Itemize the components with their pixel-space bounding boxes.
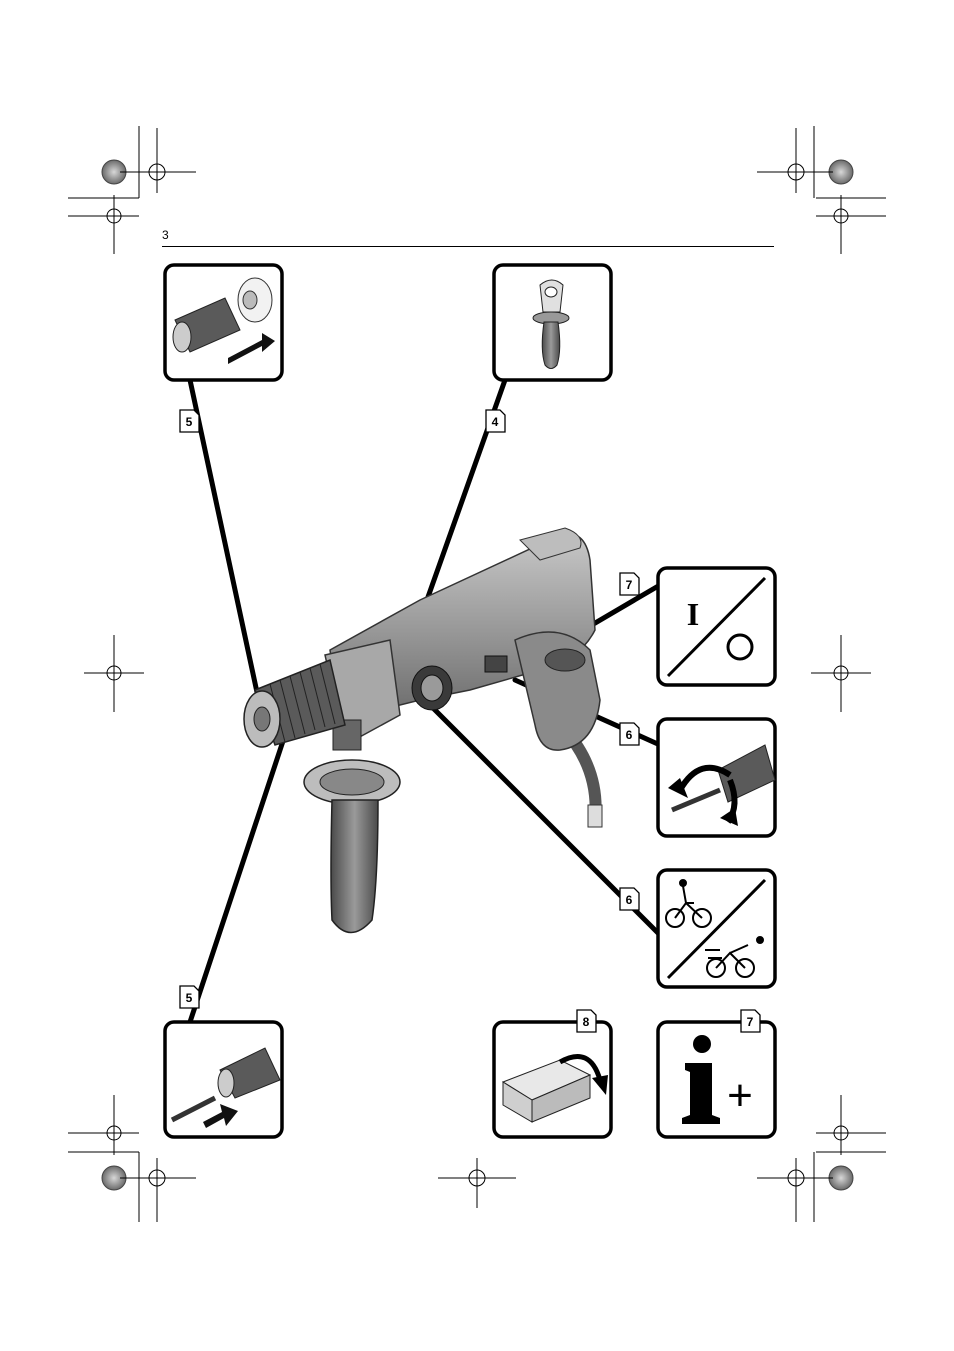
svg-text:7: 7 [626, 578, 633, 592]
svg-text:8: 8 [583, 1015, 590, 1029]
ref-tag-speed: 6 [620, 888, 639, 910]
svg-text:6: 6 [626, 728, 633, 742]
svg-text:5: 5 [186, 991, 193, 1005]
ref-tag-handle: 4 [486, 410, 505, 432]
svg-text:4: 4 [492, 415, 499, 429]
ref-tag-chuck-bottom: 5 [180, 986, 199, 1008]
ref-tag-chuck-top: 5 [180, 410, 199, 432]
drill-illustration [244, 528, 602, 933]
ref-tag-rotation: 6 [620, 723, 639, 745]
svg-text:6: 6 [626, 893, 633, 907]
chuck-exchange-panel [165, 265, 282, 380]
ref-tag-switch: 7 [620, 573, 639, 595]
svg-text:5: 5 [186, 415, 193, 429]
rotation-direction-panel [658, 719, 775, 836]
ref-tag-case: 8 [577, 1010, 596, 1032]
svg-text:7: 7 [747, 1015, 754, 1029]
info-plus-symbol: + [727, 1071, 753, 1120]
on-off-switch-panel: I [658, 568, 775, 685]
speed-selection-panel [658, 870, 775, 987]
carrying-case-panel [494, 1022, 611, 1137]
ref-tag-info: 7 [741, 1010, 760, 1032]
side-handle-panel [494, 265, 611, 380]
info-icon-dot [693, 1035, 711, 1053]
insert-tool-panel [165, 1022, 282, 1137]
info-panel: + [658, 1022, 775, 1137]
on-symbol: I [687, 596, 699, 632]
